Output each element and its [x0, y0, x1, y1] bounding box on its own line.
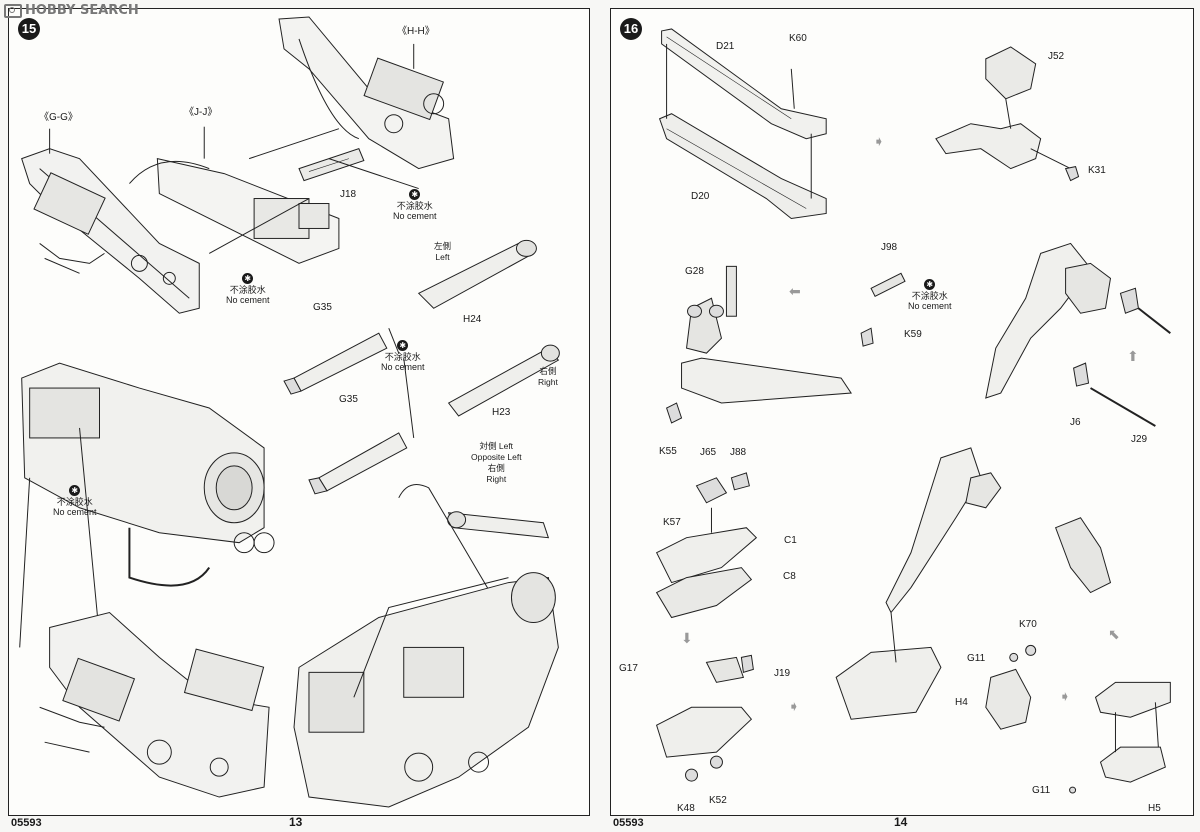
part-label-j19: J19 — [774, 668, 791, 679]
part-label-j18: J18 — [340, 189, 357, 200]
no-cement-cn: 不涂胶水 — [396, 201, 433, 211]
no-cement-note-2: ✱ 不涂胶水 No cement — [226, 273, 270, 305]
part-label-j6: J6 — [1070, 417, 1081, 428]
part-label-h4: H4 — [955, 697, 968, 708]
part-label-j65: J65 — [700, 447, 717, 458]
part-label-h5: H5 — [1148, 803, 1161, 814]
part-label-d21: D21 — [716, 41, 735, 52]
part-label-k48: K48 — [677, 803, 695, 814]
part-label-g11-upper: G11 — [967, 653, 986, 664]
opposite-line-2: Opposite Left — [471, 452, 522, 462]
flow-arrow-right-icon: ➧ — [873, 133, 885, 149]
step-number-badge: 15 — [18, 18, 40, 40]
no-cement-cn: 不涂胶水 — [229, 285, 266, 295]
no-cement-note: ✱ 不涂胶水 No cement — [908, 279, 952, 311]
no-glue-icon: ✱ — [69, 485, 81, 496]
no-glue-icon: ✱ — [397, 340, 409, 351]
flow-arrow-up-left-icon: ⬉ — [1108, 626, 1120, 642]
no-cement-en: No cement — [908, 301, 952, 311]
part-label-g11-lower: G11 — [1032, 785, 1051, 796]
no-cement-cn: 不涂胶水 — [384, 352, 421, 362]
instruction-page-14: 16 ➧ ⬅ ⬆ ⬇ ➧ ➧ ⬉ D21 K60 D20 J52 K31 G28… — [610, 8, 1194, 829]
part-label-k60: K60 — [789, 33, 807, 44]
step-15-drawing — [19, 16, 560, 808]
no-cement-en: No cement — [53, 507, 97, 517]
flow-arrow-right-icon: ➧ — [788, 698, 800, 714]
part-label-g28: G28 — [685, 266, 704, 277]
no-cement-note-3: ✱ 不涂胶水 No cement — [381, 340, 425, 372]
part-label-g35-lower: G35 — [339, 394, 358, 405]
view-label-gg: 《G-G》 — [39, 112, 78, 123]
part-label-g17: G17 — [619, 663, 638, 674]
side-left-label: 左側 Left — [434, 241, 451, 263]
part-label-k57: K57 — [663, 517, 681, 528]
flow-arrow-right-icon: ➧ — [1059, 688, 1071, 704]
side-right-label: 右側 Right — [538, 366, 558, 388]
side-left-en: Left — [435, 252, 450, 262]
watermark-text: HOBBY SEARCH — [25, 3, 139, 18]
instruction-page-13: 15 《G-G》 《J-J》 《H-H》 J18 G35 H24 G35 H23… — [8, 8, 590, 829]
kit-code: 05593 — [613, 817, 644, 829]
part-label-k70: K70 — [1019, 619, 1037, 630]
page-number: 13 — [289, 815, 303, 829]
no-glue-icon: ✱ — [924, 279, 936, 290]
page-number: 14 — [894, 815, 908, 829]
step-number-badge: 16 — [620, 18, 642, 40]
flow-arrow-down-icon: ⬇ — [681, 630, 693, 646]
no-cement-note-4: ✱ 不涂胶水 No cement — [53, 485, 97, 517]
part-label-k55: K55 — [659, 446, 677, 457]
kit-code: 05593 — [11, 817, 42, 829]
side-left-cn: 左側 — [434, 241, 452, 251]
no-glue-icon: ✱ — [409, 189, 421, 200]
part-label-d20: D20 — [691, 191, 710, 202]
no-cement-en: No cement — [226, 295, 270, 305]
no-glue-icon: ✱ — [242, 273, 254, 284]
flow-arrow-up-icon: ⬆ — [1127, 348, 1139, 364]
part-label-h24: H24 — [463, 314, 482, 325]
part-label-j52: J52 — [1048, 51, 1065, 62]
part-label-c1: C1 — [784, 535, 797, 546]
part-label-g35-upper: G35 — [313, 302, 332, 313]
no-cement-note-1: ✱ 不涂胶水 No cement — [393, 189, 437, 221]
part-label-k52: K52 — [709, 795, 727, 806]
no-cement-cn: 不涂胶水 — [56, 497, 93, 507]
opposite-line-4: Right — [486, 474, 507, 484]
no-cement-en: No cement — [381, 362, 425, 372]
camera-icon — [4, 3, 22, 18]
side-right-cn: 右側 — [539, 366, 557, 376]
part-label-j88: J88 — [730, 447, 747, 458]
part-label-k31: K31 — [1088, 165, 1106, 176]
hobby-search-watermark: HOBBY SEARCH — [4, 3, 139, 18]
no-cement-en: No cement — [393, 211, 437, 221]
side-right-en: Right — [538, 377, 558, 387]
opposite-side-label: 対側 Left Opposite Left 右側 Right — [471, 441, 522, 485]
view-label-jj: 《J-J》 — [184, 107, 218, 118]
step-16-drawing — [655, 28, 1171, 794]
no-cement-cn: 不涂胶水 — [911, 291, 948, 301]
opposite-line-3: 右側 — [487, 463, 505, 473]
part-label-k59: K59 — [904, 329, 922, 340]
opposite-line-1: 対側 Left — [479, 441, 514, 451]
part-label-h23: H23 — [492, 407, 511, 418]
flow-arrow-left-icon: ⬅ — [789, 283, 801, 299]
part-label-j98: J98 — [881, 242, 898, 253]
part-label-c8: C8 — [783, 571, 796, 582]
view-label-hh: 《H-H》 — [397, 26, 435, 37]
part-label-j29: J29 — [1131, 434, 1148, 445]
